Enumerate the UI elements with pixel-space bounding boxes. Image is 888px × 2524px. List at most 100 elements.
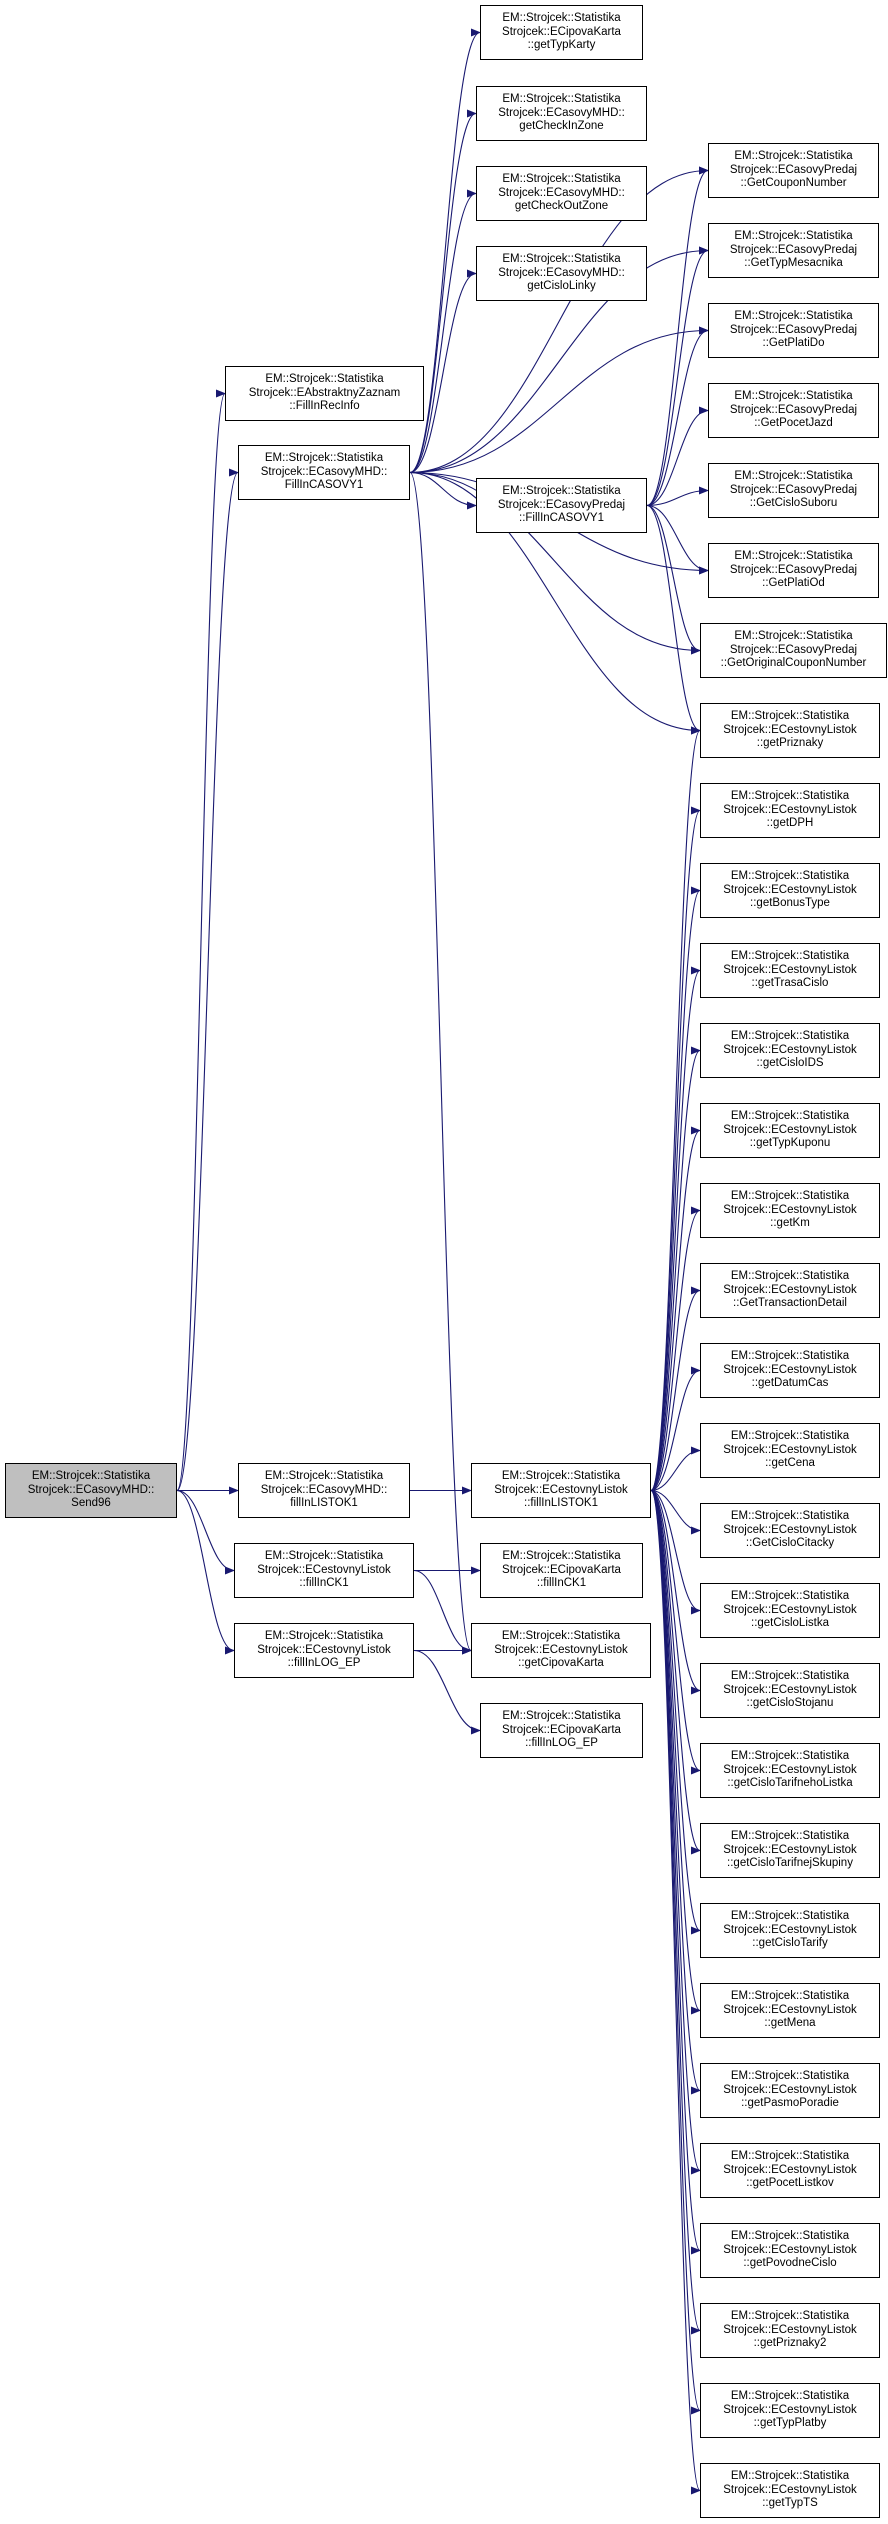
node-label-line: ::getPovodneCislo (743, 2257, 837, 2270)
node-label-line: ::fillInLISTOK1 (524, 1497, 598, 1510)
node-label-line: EM::Strojcek::Statistika (730, 2470, 850, 2483)
edge-listok-fillinlistok1-to-gettrasacislo (650, 966, 701, 1492)
node-label-line: Strojcek::ECestovnyListok (723, 723, 857, 736)
edge-listok-fillinlistok1-to-getdph (650, 806, 701, 1492)
node-label-line: Strojcek::ECasovyPredaj (729, 323, 858, 336)
edge-send96-to-listok-fillinlogep (176, 1489, 235, 1655)
node-label-line: Strojcek::ECestovnyListok (723, 1123, 857, 1136)
edge-predaj-fillincasovy1-to-getpocetjazd (646, 406, 709, 507)
edge-listok-fillinlistok1-to-gettransactiondetail (650, 1286, 701, 1492)
node-label-line: getCheckOutZone (514, 200, 609, 213)
edge-send96-to-fillinrecinfo (176, 389, 226, 1492)
node-label-line: Strojcek::ECestovnyListok (723, 1443, 857, 1456)
node-label-line: getCheckInZone (519, 120, 604, 133)
node-label-line: EM::Strojcek::Statistika (265, 373, 384, 386)
node-label-line: ::getTypTS (762, 2497, 818, 2510)
node-label-line: EM::Strojcek::Statistika (734, 630, 853, 643)
node-label-line: EM::Strojcek::Statistika (730, 1910, 850, 1923)
node-label-line: ::getCisloTarify (752, 1937, 828, 1950)
node-label-line: ::GetTypMesacnika (744, 257, 843, 270)
edge-mhd-fillincasovy1-to-getoriginalcouponnumber (409, 471, 701, 655)
node-label-line: Strojcek::ECestovnyListok (723, 1043, 857, 1056)
edge-predaj-fillincasovy1-to-getplatido (646, 326, 709, 507)
edge-listok-fillinlistok1-to-getkm (650, 1206, 701, 1492)
node-label-line: Strojcek::ECestovnyListok (723, 2163, 857, 2176)
node-label-line: Strojcek::ECestovnyListok (723, 2323, 857, 2336)
edge-listok-fillinlistok1-to-getcisloids (650, 1046, 701, 1492)
node-label-line: EM::Strojcek::Statistika (502, 1710, 621, 1723)
node-label-line: EM::Strojcek::Statistika (730, 1350, 850, 1363)
edge-listok-fillinlistok1-to-getcislotarifnehollistka (650, 1489, 701, 1775)
node-label-line: ::FillInCASOVY1 (519, 512, 604, 525)
node-label-line: ::getPriznaky2 (753, 2337, 827, 2350)
node-label-line: ::GetPlatiOd (762, 577, 825, 590)
node-label-line: ::GetCisloCitacky (745, 1537, 835, 1550)
node-label-line: ::getDPH (766, 817, 814, 830)
node-label-line: Strojcek::ECasovyPredaj (729, 643, 858, 656)
node-label-line: EM::Strojcek::Statistika (730, 790, 850, 803)
edge-predaj-fillincasovy1-to-getplatiod (646, 504, 709, 575)
edge-predaj-fillincasovy1-to-getcislosuboru (646, 486, 709, 507)
node-label-line: ::getTypKuponu (749, 1137, 831, 1150)
node-label-line: ::getPocetListkov (746, 2177, 834, 2190)
edge-mhd-fillincasovy1-to-getcouponnumber (409, 166, 709, 474)
node-label-line: Strojcek::ECasovyPredaj (497, 498, 626, 511)
node-label-line: Strojcek::ECasovyPredaj (729, 243, 858, 256)
edge-listok-fillinlistok1-to-getcislostojanu (650, 1489, 701, 1695)
node-label-line: EM::Strojcek::Statistika (734, 150, 853, 163)
node-label-line: Strojcek::ECasovyMHD:: (260, 465, 388, 478)
node-label-line: EM::Strojcek::Statistika (730, 1030, 850, 1043)
node-label-line: Strojcek::ECestovnyListok (723, 1283, 857, 1296)
node-label-line: EM::Strojcek::Statistika (730, 1830, 850, 1843)
node-label-line: EM::Strojcek::Statistika (502, 485, 621, 498)
node-label-line: EM::Strojcek::Statistika (501, 1630, 621, 1643)
node-label-line: EM::Strojcek::Statistika (730, 2150, 850, 2163)
node-label-line: Strojcek::ECipovaKarta (502, 25, 621, 38)
node-label-line: Strojcek::ECestovnyListok (723, 883, 857, 896)
